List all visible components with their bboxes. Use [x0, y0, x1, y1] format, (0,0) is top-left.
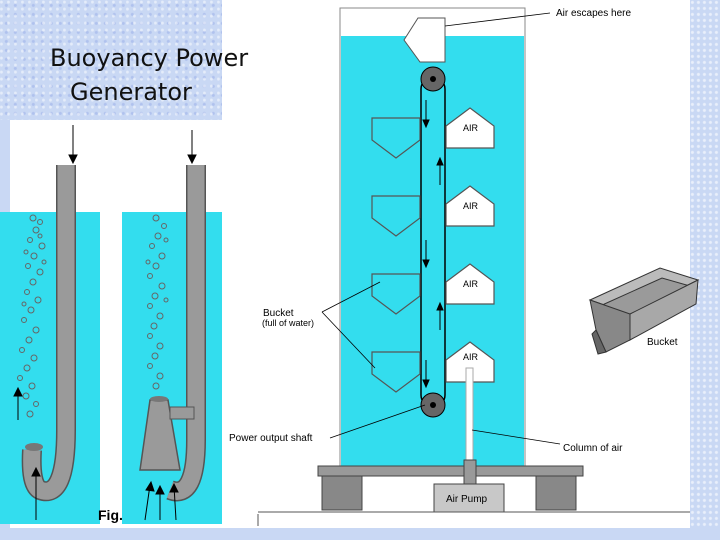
power-shaft-label: Power output shaft — [229, 433, 313, 444]
air-label-4: AIR — [463, 352, 479, 362]
fig4-right-panel — [122, 130, 222, 524]
title-line-2: Generator — [70, 78, 192, 106]
title-line-1: Buoyancy Power — [50, 44, 249, 72]
base-platform — [317, 465, 584, 477]
support-left — [321, 475, 363, 511]
background-texture-right — [690, 0, 720, 540]
bottom-pulley-hub — [430, 402, 436, 408]
callout-lines — [321, 12, 561, 445]
bucket-label: Bucket — [263, 308, 294, 319]
bucket-3d-illustration — [588, 267, 700, 355]
background-texture-bottom — [0, 528, 720, 540]
cone-top — [150, 396, 168, 402]
air-column — [465, 367, 474, 461]
title-panel: Buoyancy Power Generator — [0, 0, 248, 120]
air-escape-funnel — [403, 17, 446, 63]
flow-arrows-left — [13, 125, 78, 520]
water-tank-middle — [122, 212, 222, 524]
air-bubbles-middle — [145, 214, 169, 390]
column-of-air-label: Column of air — [563, 443, 623, 454]
air-bubbles-left — [17, 214, 47, 418]
fig4-left-panel: Fig.4 — [0, 125, 131, 524]
air-label-3: AIR — [463, 279, 479, 289]
buoyancy-generator: AIR AIR AIR AIR Air Pump — [257, 7, 690, 526]
bucket-3d-label: Bucket — [647, 337, 678, 348]
chain-loop — [420, 76, 446, 408]
flow-arrows-middle — [144, 130, 197, 521]
bucket-sublabel: (full of water) — [262, 318, 314, 328]
pump-pipe — [463, 459, 477, 485]
air-pump-label: Air Pump — [446, 494, 488, 505]
support-right — [535, 475, 577, 511]
air-escapes-label: Air escapes here — [556, 8, 631, 19]
air-label-2: AIR — [463, 201, 479, 211]
top-pulley-hub — [430, 76, 436, 82]
air-label-1: AIR — [463, 123, 479, 133]
j-tube — [23, 165, 75, 500]
water-tank-left — [0, 212, 100, 524]
cone-side-pipe — [169, 406, 195, 420]
air-buckets — [445, 107, 495, 383]
chain-direction-arrows — [422, 100, 444, 389]
water-buckets — [371, 117, 421, 393]
tube-opening — [25, 443, 43, 451]
